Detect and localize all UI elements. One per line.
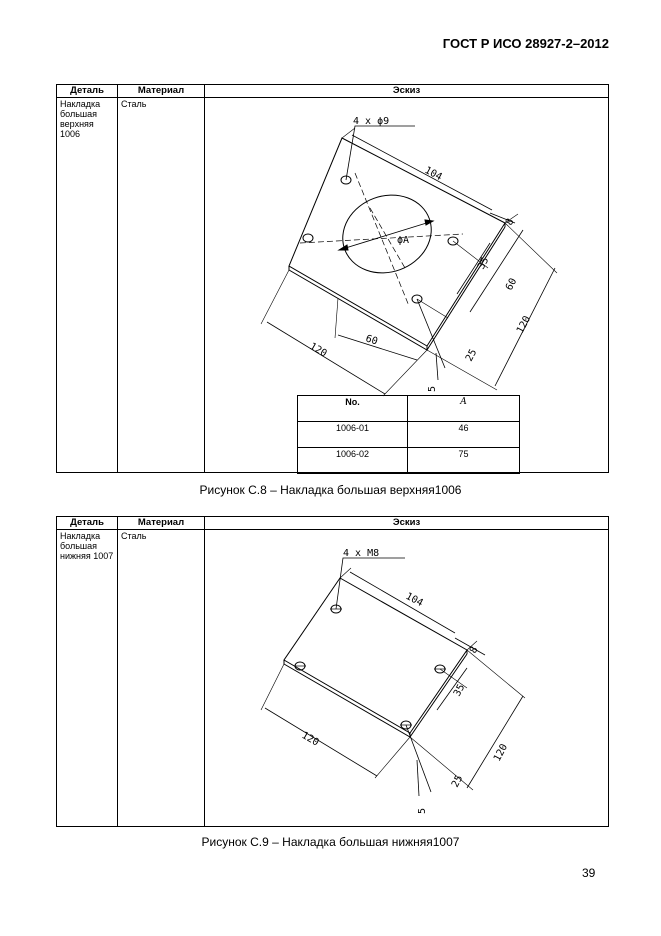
dim-25: 25 (450, 774, 465, 790)
variant-table: No. A 1006-01 46 1006-02 75 (297, 395, 520, 474)
dim-104: 104 (404, 591, 425, 609)
sketch-cell: 4 x ϕ9 104 8 35 60 120 120 60 25 5 ϕA No… (204, 97, 609, 474)
variant-a: 75 (407, 447, 520, 474)
dim-25: 25 (464, 348, 479, 364)
hole-3 (447, 236, 459, 246)
col-header-sketch: Эскиз (204, 516, 609, 530)
material-cell: Сталь (117, 97, 205, 473)
figure-caption-c8: Рисунок С.8 – Накладка большая верхняя10… (199, 483, 462, 497)
center-hole (342, 194, 432, 274)
variant-a: 46 (407, 421, 520, 448)
dim-60-right: 60 (504, 277, 519, 293)
dim-5: 5 (417, 808, 428, 814)
table-row: 1006-01 46 (297, 421, 520, 448)
col-header-part: Деталь (56, 84, 118, 98)
plate-edge (288, 266, 428, 351)
dim-120-right: 120 (492, 742, 510, 763)
variant-col-a: A (407, 395, 520, 422)
plate-outline (283, 577, 468, 734)
dim-35: 35 (476, 256, 491, 272)
dim-104: 104 (423, 165, 444, 183)
table-row: 1006-02 75 (297, 447, 520, 474)
plate-edge (283, 660, 411, 738)
part-name-cell: Накладка большая верхняя 1006 (56, 97, 118, 473)
figure-caption-c9: Рисунок С.9 – Накладка большая нижняя100… (201, 835, 460, 849)
variant-no: 1006-02 (297, 447, 408, 474)
sketch-cell: 4 x M8 104 8 35 120 120 25 5 (204, 529, 609, 827)
hole-note-label: 4 x M8 (343, 548, 379, 559)
dim-120-bottom: 120 (308, 341, 329, 360)
dim-8: 8 (504, 217, 517, 227)
dim-35: 35 (452, 683, 467, 699)
dim-60-bottom: 60 (364, 333, 379, 347)
col-header-material: Материал (117, 84, 205, 98)
col-header-sketch: Эскиз (204, 84, 609, 98)
hole-1 (340, 175, 352, 185)
parts-table-1006: Деталь Материал Эскиз Накладка большая в… (56, 84, 609, 474)
hole-2 (302, 233, 314, 243)
page-number: 39 (582, 866, 596, 880)
material-cell: Сталь (117, 529, 205, 827)
hole-note-label: 4 x ϕ9 (353, 116, 389, 127)
dim-120-right: 120 (515, 314, 533, 335)
variant-no: 1006-01 (297, 421, 408, 448)
dim-8: 8 (468, 645, 481, 655)
sketch-drawing-1006: 4 x ϕ9 104 8 35 60 120 120 60 25 5 ϕA (260, 116, 558, 397)
hole-4 (411, 294, 423, 304)
dim-120-bottom: 120 (300, 730, 321, 749)
document-code: ГОСТ Р ИСО 28927-2–2012 (442, 36, 609, 51)
dim-5: 5 (427, 386, 438, 392)
parts-table-1007: Деталь Материал Эскиз Накладка большая н… (56, 516, 609, 827)
col-header-material: Материал (117, 516, 205, 530)
sketch-drawing-1007: 4 x M8 104 8 35 120 120 25 5 (260, 548, 526, 814)
col-header-part: Деталь (56, 516, 118, 530)
part-name-cell: Накладка большая нижняя 1007 (56, 529, 118, 827)
variant-col-no: No. (297, 395, 408, 422)
dim-diameter-a: ϕA (397, 235, 409, 246)
plate-edge-right (426, 226, 506, 351)
